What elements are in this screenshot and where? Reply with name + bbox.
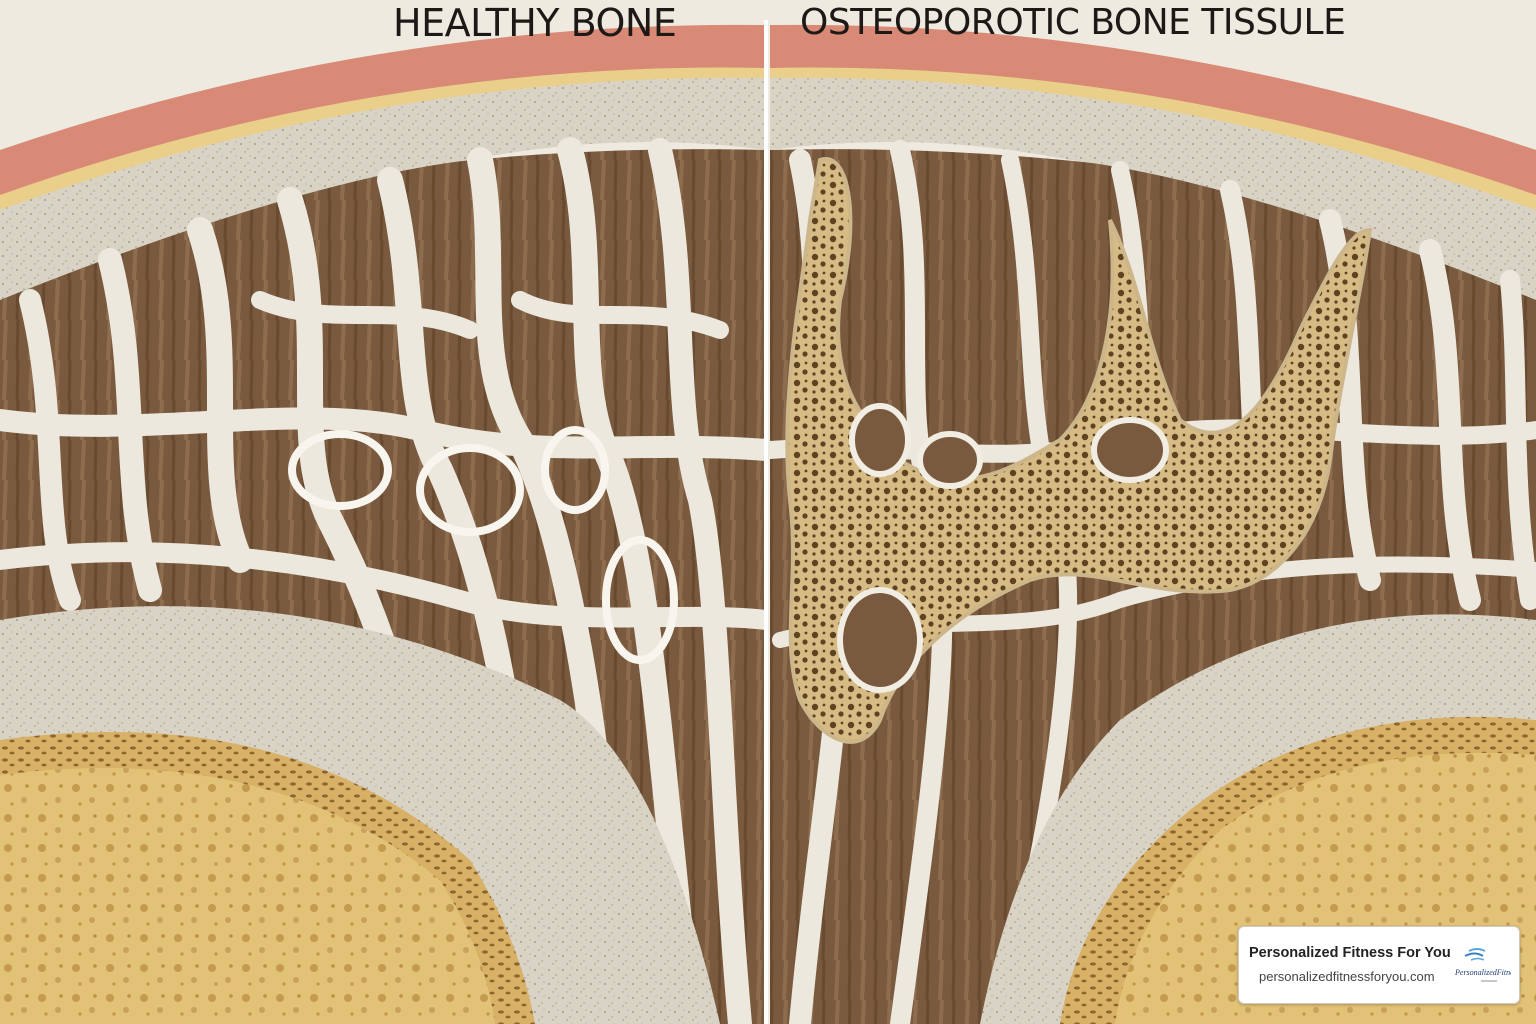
brand-watermark: Personalized Fitness For You personalize… [1238,926,1520,1004]
brand-url: personalizedfitnessforyou.com [1259,969,1435,984]
healthy-bone-panel [0,24,777,1024]
center-divider-line [764,20,768,1024]
healthy-bone-title: HEALTHY BONE [393,1,677,45]
osteoporotic-bone-panel [761,24,1536,1024]
osteoporotic-bone-title: OSTEOPOROTIC BONE TISSULE [800,2,1346,43]
brand-name: Personalized Fitness For You [1249,945,1451,961]
